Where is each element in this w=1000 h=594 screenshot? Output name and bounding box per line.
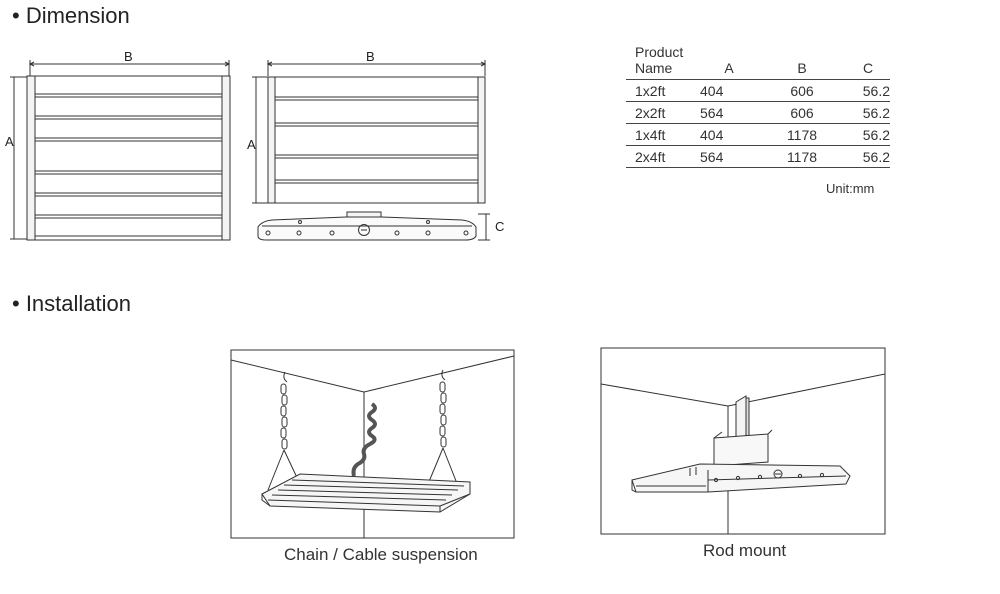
- cell-a: 404: [700, 83, 724, 99]
- header-c: C: [862, 60, 874, 76]
- cell-a: 564: [700, 149, 724, 165]
- caption-chain-suspension: Chain / Cable suspension: [284, 545, 478, 564]
- cell-name: 1x4ft: [635, 127, 666, 143]
- cell-c: 56.2: [862, 149, 890, 165]
- cell-c: 56.2: [862, 127, 890, 143]
- cell-a: 564: [700, 105, 724, 121]
- cell-c: 56.2: [862, 83, 890, 99]
- unit-label: Unit:mm: [826, 181, 875, 196]
- table-row: 1x2ft 404 606 56.2: [626, 80, 890, 102]
- dimension-heading: • Dimension: [12, 3, 130, 28]
- cell-b: 1178: [786, 127, 818, 143]
- cell-name: 2x2ft: [635, 105, 666, 121]
- cell-b: 606: [790, 105, 814, 121]
- cell-name: 1x2ft: [635, 83, 666, 99]
- dimension-label-b-back: B: [366, 49, 375, 64]
- table-row: 2x2ft 564 606 56.2: [626, 102, 890, 124]
- caption-rod-mount: Rod mount: [703, 541, 787, 560]
- cell-c: 56.2: [862, 105, 890, 121]
- dimension-label-a-back: A: [247, 137, 256, 152]
- dimension-label-a-front: A: [5, 134, 14, 149]
- table-row: 1x4ft 404 1178 56.2: [626, 124, 890, 146]
- header-product-name: Product Name: [635, 44, 684, 76]
- cell-b: 606: [790, 83, 814, 99]
- spec-table: Product Name A B C 1x2ft 404 606 56.2 2x…: [626, 44, 890, 168]
- installation-heading: • Installation: [12, 291, 131, 316]
- dimension-label-c: C: [495, 219, 505, 234]
- table-row: 2x4ft 564 1178 56.2: [626, 146, 890, 168]
- cell-a: 404: [700, 127, 724, 143]
- dimension-label-b-front: B: [124, 49, 133, 64]
- header-a: A: [724, 60, 734, 76]
- cell-name: 2x4ft: [635, 149, 666, 165]
- spec-table-header: Product Name A B C: [626, 44, 890, 80]
- header-b: B: [797, 60, 807, 76]
- cell-b: 1178: [786, 149, 818, 165]
